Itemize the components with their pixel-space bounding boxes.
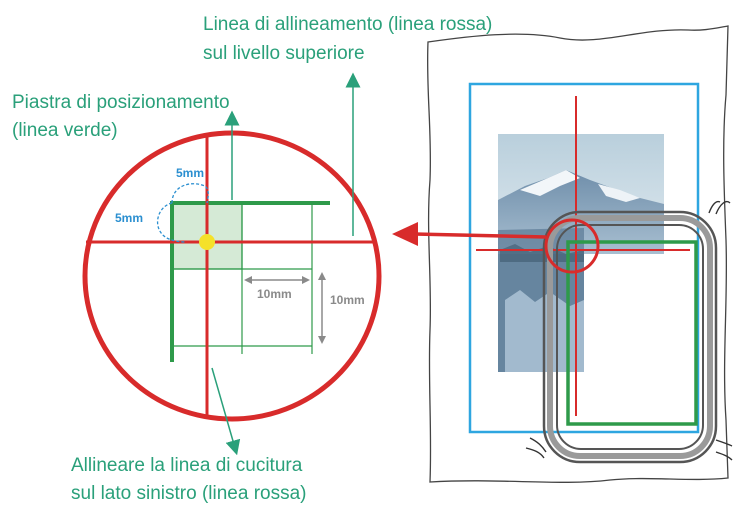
offset-left-label: 5mm (115, 211, 143, 225)
center-point (199, 234, 215, 250)
focus-circle (544, 218, 600, 274)
blue-frame (468, 82, 700, 434)
height-dimension (318, 272, 326, 344)
grid-width-label: 10mm (257, 287, 292, 301)
green-grid (172, 203, 313, 354)
alignment-line-label: Linea di allineamento (linea rossa) (203, 14, 492, 35)
stitch-line-label: Allineare la linea di cucitura (71, 455, 303, 476)
positioning-plate-label: Piastra di posizionamento (12, 92, 230, 113)
offset-top-arc (171, 183, 209, 204)
magnified-view: 5mm 5mm 10mm 10mm (82, 130, 382, 422)
alignment-line-label-2: sul livello superiore (203, 43, 365, 64)
positioning-plate-label-2: (linea verde) (12, 120, 118, 141)
embroidery-hoop (525, 200, 733, 464)
grid-height-label: 10mm (330, 293, 365, 307)
magnify-arrow (392, 222, 547, 246)
width-dimension (244, 276, 310, 284)
offset-left-arc (156, 202, 187, 243)
offset-top-label: 5mm (176, 166, 204, 180)
fabric-green-plate (566, 240, 698, 426)
stitch-line-arrow (211, 367, 241, 456)
stitch-line-label-2: sul lato sinistro (linea rossa) (71, 483, 306, 504)
